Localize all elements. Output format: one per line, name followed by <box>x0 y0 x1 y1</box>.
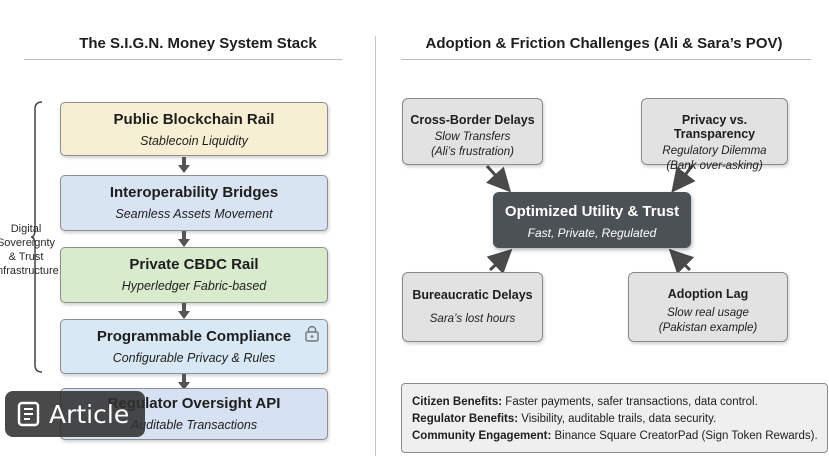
layer-subtitle: Configurable Privacy & Rules <box>112 351 276 365</box>
down-arrow-icon <box>178 157 190 173</box>
challenge-line: Slow real usage <box>667 307 749 319</box>
challenge-cross-border-delays: Cross-Border Delays Slow Transfers (Ali’… <box>402 98 543 165</box>
challenge-adoption-lag: Adoption Lag Slow real usage (Pakistan e… <box>628 272 788 342</box>
benefit-row-community: Community Engagement: Binance Square Cre… <box>412 428 827 445</box>
benefit-text: Visibility, auditable trails, data secur… <box>518 413 717 425</box>
article-badge[interactable]: Article <box>5 391 145 437</box>
benefit-label: Regulator Benefits: <box>412 413 519 425</box>
challenge-line: (Ali’s frustration) <box>431 146 514 158</box>
benefit-row-regulator: Regulator Benefits: Visibility, auditabl… <box>412 411 827 428</box>
article-icon <box>17 401 40 427</box>
benefit-label: Community Engagement: <box>412 430 552 442</box>
benefit-text: Faster payments, safer transactions, dat… <box>502 396 758 408</box>
challenge-line: Slow Transfers <box>434 131 511 143</box>
layer-subtitle: Stablecoin Liquidity <box>140 134 248 148</box>
layer-programmable-compliance: Programmable Compliance Configurable Pri… <box>60 319 328 374</box>
benefits-box: Citizen Benefits: Faster payments, safer… <box>401 383 828 453</box>
layer-title: Private CBDC Rail <box>129 256 259 273</box>
arrow-bureaucratic <box>486 248 513 275</box>
layer-title: Interoperability Bridges <box>109 184 279 201</box>
layer-public-blockchain-rail: Public Blockchain Rail Stablecoin Liquid… <box>60 102 328 156</box>
down-arrow-icon <box>178 374 190 390</box>
side-label-line: Infrastructure <box>0 265 59 277</box>
arrow-adoption-lag <box>668 248 695 275</box>
arrow-privacy <box>671 165 696 193</box>
challenges-title-rule <box>401 59 811 60</box>
layer-interoperability-bridges: Interoperability Bridges Seamless Assets… <box>60 175 328 231</box>
center-title: Optimized Utility & Trust <box>504 203 680 220</box>
challenge-line: (Pakistan example) <box>658 322 758 334</box>
stack-title-rule <box>24 59 342 60</box>
challenge-title: Adoption Lag <box>667 287 749 301</box>
layer-title: Public Blockchain Rail <box>113 111 275 128</box>
benefit-text: Binance Square CreatorPad (Sign Token Re… <box>551 430 818 442</box>
down-arrow-icon <box>178 231 190 247</box>
article-badge-label: Article <box>49 399 130 429</box>
challenge-title: Privacy vs. Transparency <box>673 113 756 141</box>
stack-title: The S.I.G.N. Money System Stack <box>79 35 317 52</box>
challenge-line: (Bank over-asking) <box>666 160 763 172</box>
layer-title: Regulator Oversight API <box>107 395 281 412</box>
arrow-cross-border <box>485 164 512 193</box>
side-label-line: & Trust <box>8 251 44 263</box>
lock-icon <box>305 325 319 342</box>
layer-subtitle: Hyperledger Fabric-based <box>121 279 267 293</box>
challenge-privacy-vs-transparency: Privacy vs. Transparency Regulatory Dile… <box>641 98 788 172</box>
stack-side-label: Digital Sovereignty & Trust Infrastructu… <box>0 222 59 278</box>
down-arrow-icon <box>178 303 190 319</box>
center-optimized-utility-trust: Optimized Utility & Trust Fast, Private,… <box>493 192 691 248</box>
side-label-line: Sovereignty <box>0 237 56 249</box>
benefit-label: Citizen Benefits: <box>412 396 503 408</box>
stack-brace <box>30 101 43 373</box>
layer-subtitle: Seamless Assets Movement <box>115 207 273 221</box>
side-label-line: Digital <box>10 223 42 235</box>
challenges-title: Adoption & Friction Challenges (Ali & Sa… <box>425 35 783 52</box>
layer-subtitle: Auditable Transactions <box>130 418 258 432</box>
center-subtitle: Fast, Private, Regulated <box>527 226 657 240</box>
challenge-line: Regulatory Dilemma <box>662 145 767 157</box>
challenge-bureaucratic-delays: Bureaucratic Delays Sara’s lost hours <box>402 272 543 342</box>
layer-private-cbdc-rail: Private CBDC Rail Hyperledger Fabric-bas… <box>60 247 328 303</box>
benefit-row-citizen: Citizen Benefits: Faster payments, safer… <box>412 394 827 411</box>
panel-divider <box>375 36 376 456</box>
challenge-line: Sara’s lost hours <box>429 313 516 325</box>
challenge-title: Bureaucratic Delays <box>412 288 533 302</box>
challenge-title: Cross-Border Delays <box>410 113 535 127</box>
layer-title: Programmable Compliance <box>96 328 292 345</box>
